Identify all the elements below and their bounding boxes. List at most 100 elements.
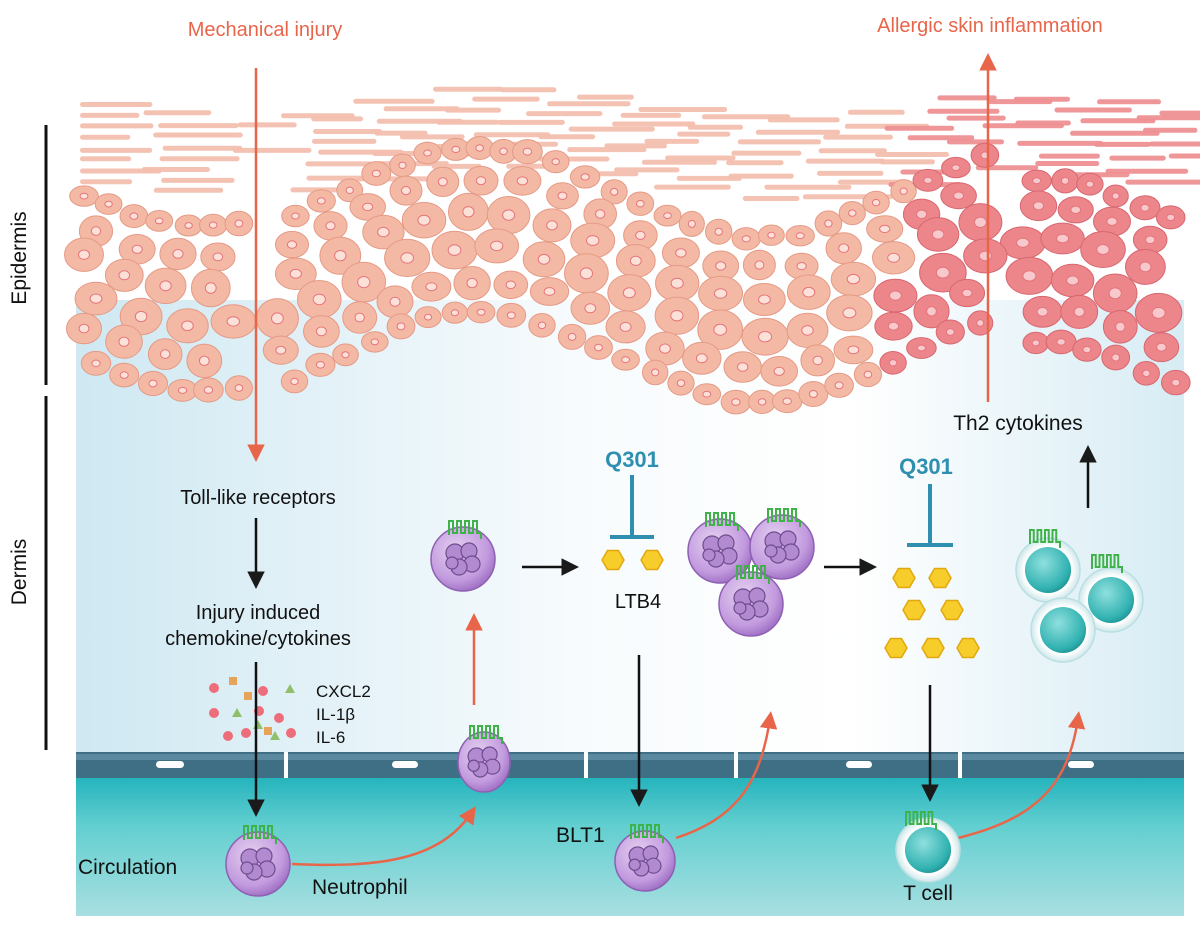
stratum-corneum-flake: [1094, 142, 1151, 147]
keratinocyte-nucleus: [620, 322, 631, 331]
keratinocyte-nucleus: [1032, 340, 1039, 346]
keratinocyte-nucleus: [839, 244, 849, 253]
keratinocyte-nucleus: [1057, 234, 1069, 243]
keratinocyte-nucleus: [402, 187, 411, 195]
keratinocyte-nucleus: [797, 263, 806, 270]
il1b-label: IL-1β: [316, 705, 355, 724]
keratinocyte-nucleus: [547, 221, 558, 230]
th2-cytokines-label: Th2 cytokines: [953, 412, 1083, 435]
keratinocyte-nucleus: [1140, 262, 1151, 272]
stratum-corneum-flake: [1097, 99, 1161, 104]
keratinocyte-nucleus: [1074, 307, 1084, 316]
stratum-corneum-flake: [158, 123, 238, 128]
stratum-corneum-flake: [621, 113, 682, 118]
ltb4-molecule-icon: [957, 639, 979, 658]
stratum-corneum-flake: [677, 132, 730, 137]
keratinocyte-nucleus: [1157, 343, 1167, 351]
keratinocyte-nucleus: [390, 297, 400, 306]
keratinocyte-nucleus: [452, 146, 460, 152]
keratinocyte-nucleus: [900, 188, 907, 194]
ltb4-molecule-icon: [903, 601, 925, 620]
keratinocyte-nucleus: [568, 333, 576, 340]
keratinocyte-nucleus: [1086, 181, 1093, 187]
dermis-label: Dermis: [8, 539, 31, 606]
keratinocyte-nucleus: [199, 356, 209, 365]
keratinocyte-nucleus: [326, 222, 335, 230]
stratum-corneum-flake: [238, 122, 297, 127]
keratinocyte-nucleus: [796, 233, 804, 239]
keratinocyte-nucleus: [290, 269, 301, 278]
keratinocyte-nucleus: [399, 162, 406, 168]
epidermis-label: Epidermis: [8, 211, 31, 304]
stratum-corneum-flake: [988, 99, 1052, 104]
keratinocyte-nucleus: [149, 380, 157, 387]
keratinocyte-nucleus: [235, 220, 243, 227]
keratinocyte-nucleus: [209, 222, 217, 228]
keratinocyte-nucleus: [843, 308, 856, 318]
keratinocyte-nucleus: [1057, 339, 1065, 346]
keratinocyte-nucleus: [611, 188, 618, 195]
keratinocyte-nucleus: [580, 268, 592, 279]
keratinocyte-nucleus: [342, 352, 349, 358]
q301-inhibitor-right-label: Q301: [899, 454, 953, 479]
keratinocyte-nucleus: [977, 320, 984, 327]
stratum-corneum-flake: [726, 160, 783, 165]
injury-induced-label-line1: Injury induced: [196, 602, 321, 624]
stratum-corneum-flake: [654, 185, 731, 190]
keratinocyte-nucleus: [835, 382, 843, 389]
keratinocyte-nucleus: [715, 228, 722, 235]
keratinocyte-nucleus: [732, 399, 740, 406]
keratinocyte-nucleus: [803, 287, 815, 297]
stratum-corneum-flake: [817, 171, 884, 176]
stratum-corneum-flake: [353, 99, 434, 104]
keratinocyte-nucleus: [120, 372, 128, 379]
keratinocyte-nucleus: [205, 283, 216, 294]
keratinocyte-nucleus: [372, 170, 380, 177]
keratinocyte-nucleus: [688, 220, 695, 227]
keratinocyte-nucleus: [135, 311, 147, 321]
stratum-corneum-flake: [947, 139, 1004, 144]
keratinocyte-nucleus: [1097, 245, 1109, 255]
keratinocyte-nucleus: [954, 192, 964, 199]
keratinocyte-nucleus: [758, 399, 766, 405]
keratinocyte-nucleus: [1143, 370, 1150, 377]
keratinocyte-nucleus: [889, 360, 896, 366]
keratinocyte-nucleus: [848, 346, 859, 354]
keratinocyte-nucleus: [1107, 218, 1117, 226]
keratinocyte-nucleus: [1023, 271, 1036, 281]
keratinocyte-nucleus: [1109, 288, 1121, 299]
toll-like-receptors-label: Toll-like receptors: [180, 487, 336, 509]
keratinocyte-nucleus: [932, 230, 944, 239]
keratinocyte-nucleus: [636, 231, 645, 239]
keratinocyte-nucleus: [813, 356, 822, 365]
keratinocyte-nucleus: [716, 262, 726, 270]
keratinocyte-nucleus: [946, 329, 954, 336]
stratum-corneum-flake: [160, 156, 240, 161]
keratinocyte-nucleus: [500, 148, 508, 155]
keratinocyte-nucleus: [630, 256, 641, 265]
keratinocyte-nucleus: [1112, 193, 1119, 199]
keratinocyte-nucleus: [317, 198, 325, 204]
keratinocyte-nucleus: [463, 207, 474, 217]
keratinocyte-nucleus: [1152, 307, 1165, 318]
mechanical-injury-label: Mechanical injury: [188, 19, 343, 41]
keratinocyte-nucleus: [924, 177, 932, 183]
keratinocyte-nucleus: [92, 360, 100, 367]
stratum-corneum-flake: [80, 135, 130, 140]
keratinocyte-nucleus: [660, 344, 671, 353]
keratinocyte-nucleus: [889, 291, 901, 300]
keratinocyte-nucleus: [849, 210, 856, 216]
keratinocyte-nucleus: [652, 369, 659, 376]
stratum-corneum-flake: [688, 125, 743, 130]
stratum-corneum-flake: [547, 101, 631, 106]
keratinocyte-nucleus: [714, 289, 726, 299]
keratinocyte-nucleus: [371, 339, 378, 345]
stratum-corneum-flake: [80, 148, 152, 153]
keratinocyte-nucleus: [523, 148, 531, 155]
stratum-corneum-flake: [80, 102, 152, 107]
keratinocyte-nucleus: [160, 281, 171, 291]
stratum-corneum-flake: [1149, 142, 1200, 147]
keratinocyte-nucleus: [401, 253, 414, 263]
keratinocyte-nucleus: [783, 398, 791, 404]
ltb4-molecule-icon: [885, 639, 907, 658]
